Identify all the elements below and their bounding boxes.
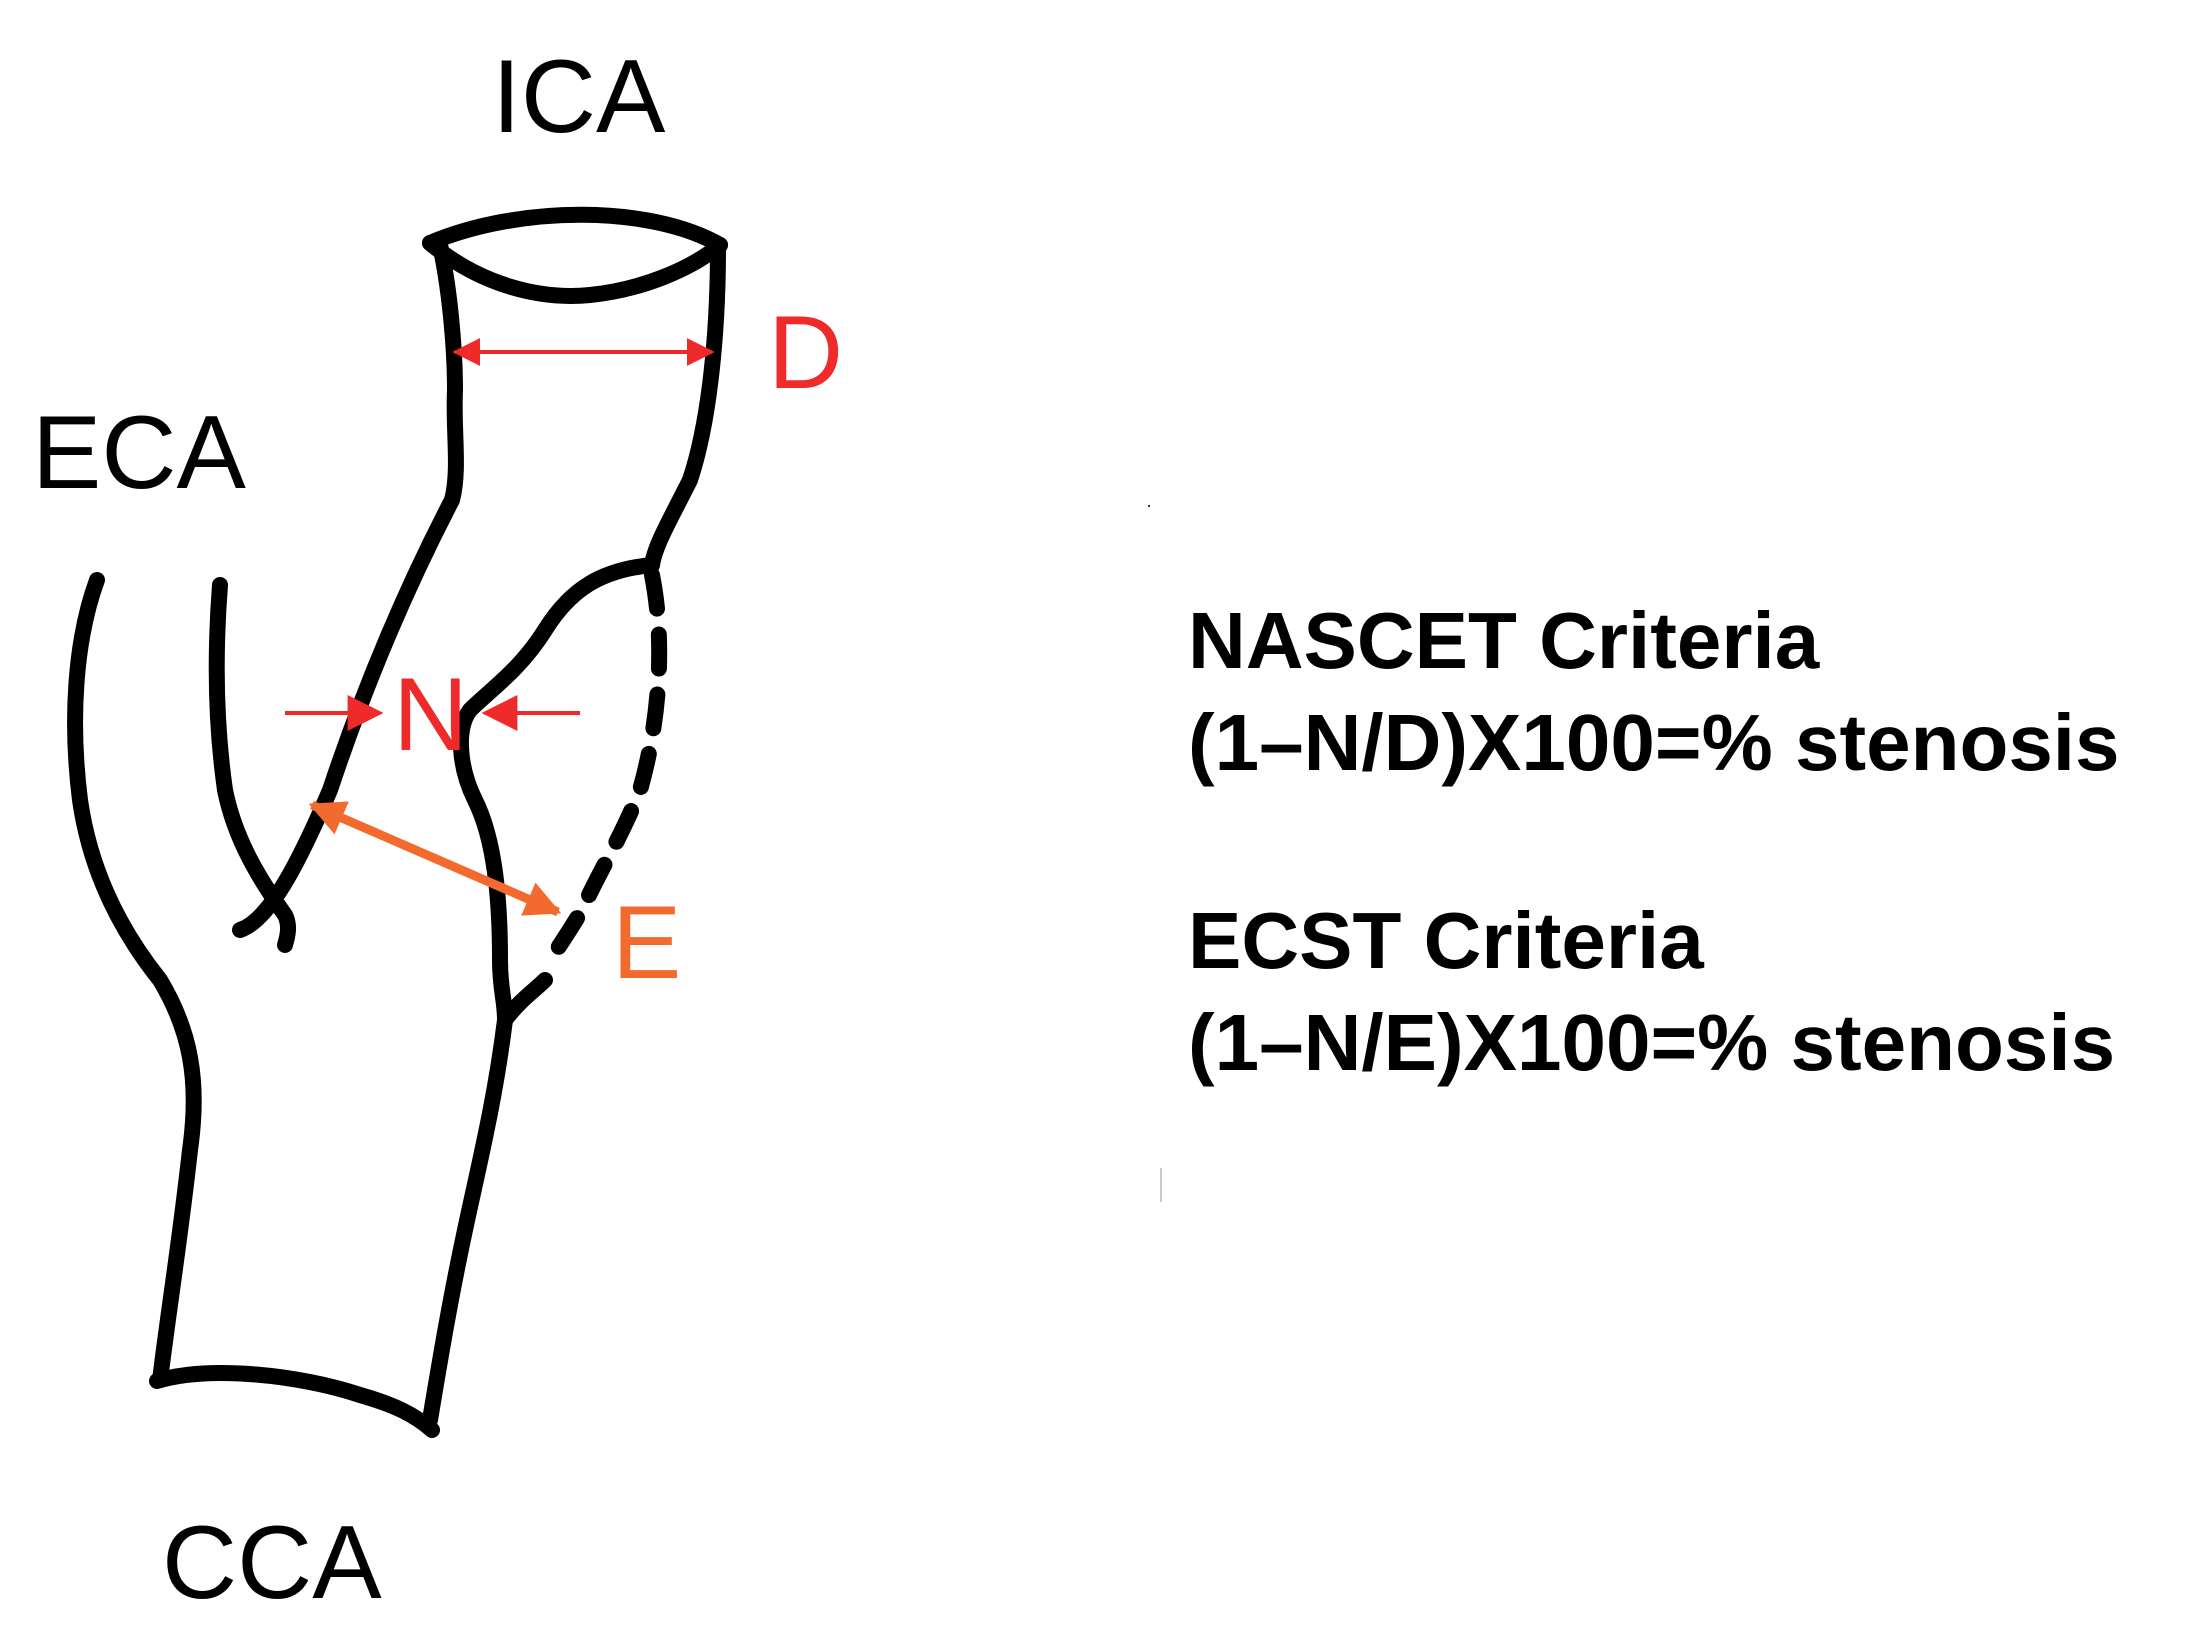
- cca-right-wall: [422, 1012, 513, 1428]
- eca-left-wall: [67, 572, 202, 1388]
- cca-bottom-edge: [149, 1365, 440, 1438]
- eca-label: ECA: [32, 395, 246, 511]
- speck-dot: [1148, 505, 1150, 507]
- ica-label: ICA: [492, 39, 666, 155]
- nascet-criteria-block: NASCET Criteria (1–N/D)X100=% stenosis: [1188, 590, 2120, 794]
- ica-right-wall: [644, 240, 726, 573]
- e-label: E: [612, 885, 681, 1001]
- e-measure-arrow: [308, 800, 562, 917]
- nascet-formula: (1–N/D)X100=% stenosis: [1188, 698, 2120, 787]
- ecst-criteria-block: ECST Criteria (1–N/E)X100=% stenosis: [1188, 890, 2115, 1094]
- ica-left-wall: [232, 237, 464, 938]
- speck-line: [1160, 1168, 1162, 1202]
- ica-opening-top: [422, 206, 728, 253]
- ica-opening-bottom: [422, 235, 728, 304]
- n-label: N: [393, 657, 468, 773]
- ecst-formula: (1–N/E)X100=% stenosis: [1188, 998, 2116, 1087]
- nascet-title: NASCET Criteria: [1188, 596, 1820, 685]
- d-label: D: [768, 295, 843, 411]
- plaque-contour: [452, 557, 660, 1028]
- cca-label: CCA: [162, 1505, 382, 1621]
- ecst-title: ECST Criteria: [1188, 896, 1704, 985]
- eca-right-wall: [208, 577, 296, 953]
- estimated-original-wall: [542, 567, 668, 968]
